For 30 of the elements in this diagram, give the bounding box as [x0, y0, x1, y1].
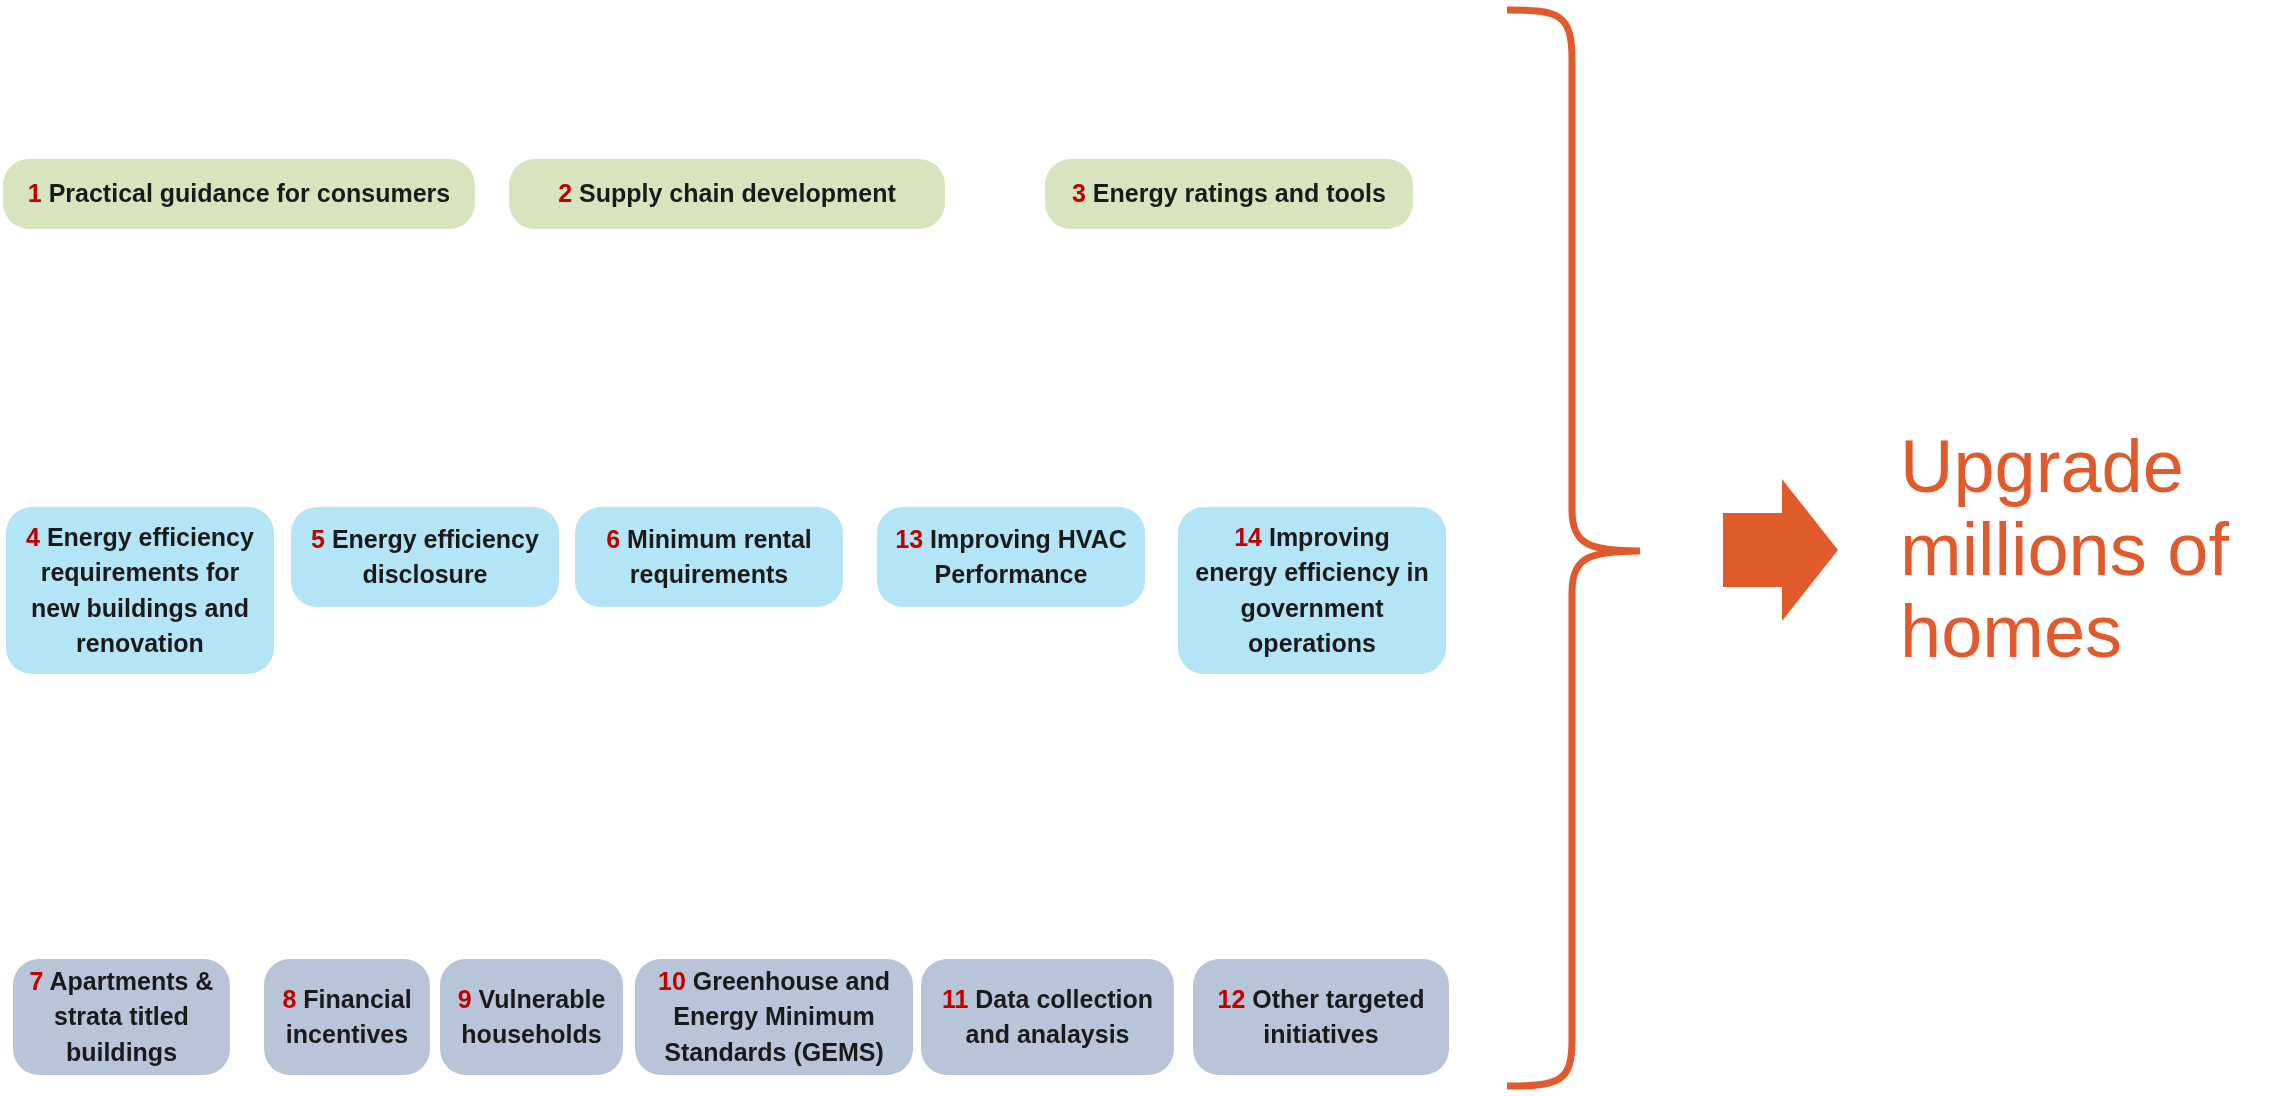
- initiative-label: 5 Energy efficiency disclosure: [310, 523, 540, 590]
- initiative-box: [264, 959, 430, 1075]
- initiative-box: [440, 959, 623, 1075]
- initiative-label: 10 Greenhouse and Energy Minimum Standards (GEMS): [657, 965, 891, 1068]
- initiative-box: [1193, 959, 1449, 1075]
- initiative-label: 4 Energy efficiency requirements for new buildings and renovation: [25, 521, 255, 659]
- initiative-label: 8 Financial incentives: [281, 983, 413, 1050]
- initiative-label: 1 Practical guidance for consumers: [27, 178, 451, 210]
- initiative-box: [13, 959, 230, 1075]
- initiative-box: [921, 959, 1174, 1075]
- outcome-text: Upgrade millions of homes: [1900, 425, 2231, 675]
- initiative-box: [6, 507, 274, 674]
- initiative-label: 13 Improving HVAC Performance: [894, 523, 1128, 590]
- initiative-label: 7 Apartments & strata titled buildings: [28, 965, 215, 1068]
- initiative-label: 3 Energy ratings and tools: [1072, 178, 1386, 210]
- initiative-label: 9 Vulnerable households: [456, 983, 607, 1050]
- initiative-box: [877, 507, 1145, 607]
- initiative-label: 11 Data collection and analaysis: [940, 983, 1155, 1050]
- initiative-label: 2 Supply chain development: [558, 178, 896, 210]
- initiative-box: [3, 159, 475, 229]
- block-arrow: [1723, 479, 1838, 621]
- initiative-box: [291, 507, 559, 607]
- initiative-box: [1045, 159, 1413, 229]
- initiative-label: 6 Minimum rental requirements: [605, 523, 813, 590]
- initiative-box: [509, 159, 945, 229]
- initiative-label: 14 Improving energy efficiency in government operations: [1194, 521, 1430, 659]
- initiative-label: 12 Other targeted initiatives: [1216, 983, 1426, 1050]
- initiative-box: [1178, 507, 1446, 674]
- initiative-box: [635, 959, 913, 1075]
- initiative-box: [575, 507, 843, 607]
